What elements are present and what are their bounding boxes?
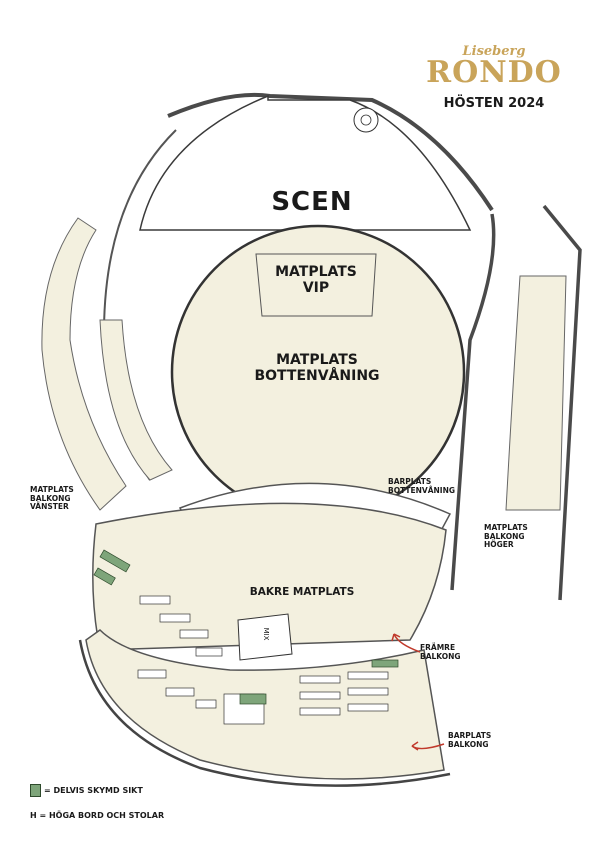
far-right-wall	[542, 204, 582, 601]
brand-wordmark: RONDO	[426, 55, 562, 90]
lower-balcony	[85, 629, 445, 780]
right-wall	[450, 213, 496, 591]
legend-obstructed-text: = DELVIS SKYMD SIKT	[44, 786, 143, 795]
vip-label: MATPLATS VIP	[275, 264, 357, 297]
stage-area	[139, 94, 472, 231]
left-seating-band	[99, 319, 173, 481]
mix-label: MIX	[262, 627, 271, 641]
back-area-label: BAKRE MATPLATS	[249, 586, 355, 598]
front-balcony-arrow	[393, 633, 421, 653]
season-label: HÖSTEN 2024	[443, 96, 545, 111]
mix-booth	[237, 613, 293, 661]
lower-outer-wall	[78, 639, 451, 787]
right-balcony	[505, 275, 567, 511]
stage-label: SCEN	[271, 187, 353, 217]
brand-logo: Liseberg RONDO HÖSTEN 2024	[424, 44, 564, 111]
seat-blocks	[137, 595, 389, 725]
bar-floor-label: BARPLATS BOTTENVÅNING	[388, 477, 456, 495]
outer-wall	[167, 92, 494, 212]
floor-label: MATPLATS BOTTENVÅNING	[254, 352, 380, 385]
back-area	[92, 502, 447, 651]
front-balcony-label: FRÄMRE BALKONG	[420, 643, 461, 661]
spiral-stair-icon	[353, 107, 379, 133]
left-balcony	[41, 217, 127, 511]
obstructed-seats	[93, 549, 399, 705]
balcony-right-label: MATPLATS BALKONG HÖGER	[484, 523, 528, 550]
brand-small-wordmark: Liseberg	[462, 44, 526, 59]
balcony-left-label: MATPLATS BALKONG VÄNSTER	[30, 485, 74, 512]
legend-high-tables: H = HÖGA BORD OCH STOLAR	[30, 811, 164, 820]
vip-zone	[255, 253, 377, 317]
legend-high-tables-text: H = HÖGA BORD OCH STOLAR	[30, 811, 165, 820]
bar-balcony-label: BARPLATS BALKONG	[448, 731, 492, 749]
obstructed-swatch	[30, 784, 41, 797]
legend-obstructed: = DELVIS SKYMD SIKT	[30, 784, 143, 797]
